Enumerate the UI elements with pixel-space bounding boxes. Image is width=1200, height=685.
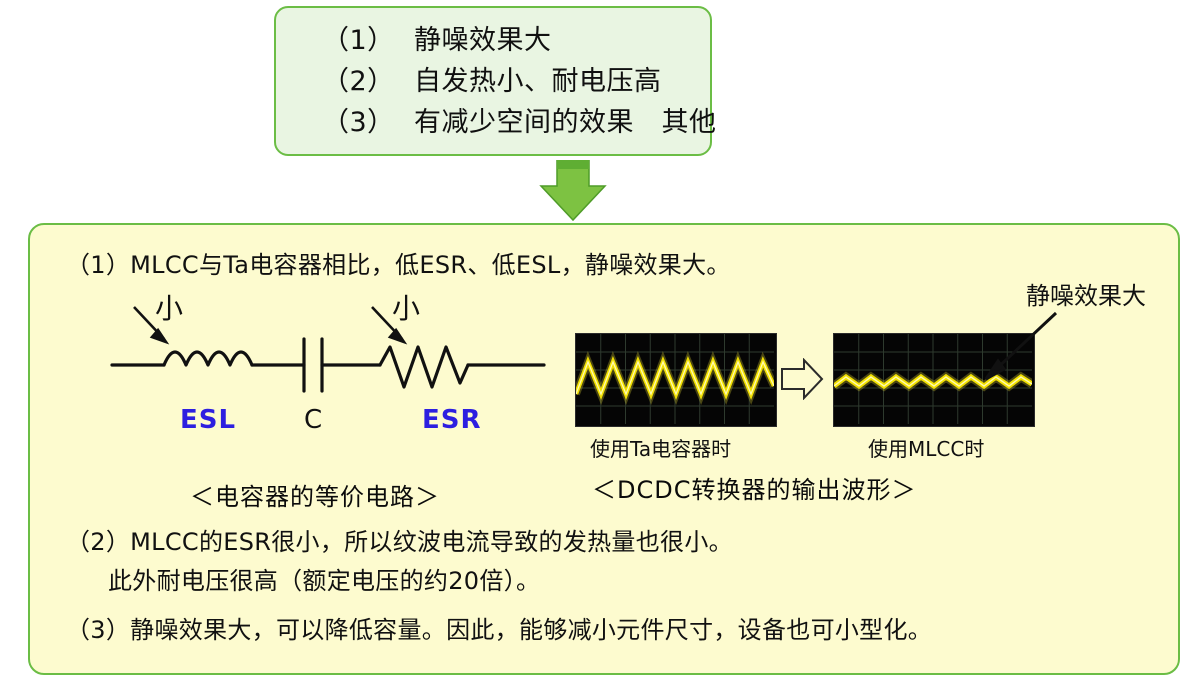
waveform-mlcc	[833, 333, 1035, 427]
waveform-ta-capacitor	[575, 333, 777, 427]
detail-point-1: （1）MLCC与Ta电容器相比，低ESR、低ESL，静噪效果大。	[66, 251, 731, 279]
summary-item: （3） 有减少空间的效果 其他	[322, 102, 716, 143]
summary-item: （1） 静噪效果大	[322, 20, 704, 61]
circuit-caption: ＜电容器的等价电路＞	[190, 483, 440, 511]
circuit-small-label-right: 小	[392, 292, 421, 325]
waveform-right-caption: 使用MLCC时	[868, 437, 985, 461]
summary-item-number: （2）	[322, 66, 395, 97]
waveform-callout-label: 静噪效果大	[1026, 282, 1146, 310]
callout-arrow-icon	[984, 311, 1058, 381]
summary-list: （1） 静噪效果大 （2） 自发热小、耐电压高 （3） 有减少空间的效果 其他	[322, 20, 716, 143]
summary-item: （2） 自发热小、耐电压高	[322, 61, 704, 102]
detail-box: （1）MLCC与Ta电容器相比，低ESR、低ESL，静噪效果大。	[28, 223, 1180, 675]
waveform-caption: ＜DCDC转换器的输出波形＞	[592, 476, 917, 504]
detail-point-2-line-2: 此外耐电压很高（额定电压的约20倍）。	[108, 567, 541, 595]
summary-item-text: 静噪效果大	[414, 25, 552, 56]
summary-item-text: 有减少空间的效果 其他	[414, 107, 717, 138]
circuit-esl-label: ESL	[180, 405, 237, 435]
detail-point-3: （3）静噪效果大，可以降低容量。因此，能够减小元件尺寸，设备也可小型化。	[66, 616, 933, 644]
down-arrow-icon	[539, 160, 607, 222]
right-arrow-icon	[781, 358, 824, 400]
summary-item-number: （1）	[322, 25, 395, 56]
circuit-small-label-left: 小	[155, 292, 184, 325]
circuit-esr-label: ESR	[422, 405, 482, 435]
detail-point-2-line-1: （2）MLCC的ESR很小，所以纹波电流导致的发热量也很小。	[66, 528, 733, 556]
equivalent-circuit-icon	[110, 306, 546, 393]
summary-item-text: 自发热小、耐电压高	[414, 66, 662, 97]
summary-item-number: （3）	[322, 107, 395, 138]
circuit-c-label: C	[304, 405, 323, 435]
summary-box: （1） 静噪效果大 （2） 自发热小、耐电压高 （3） 有减少空间的效果 其他	[274, 6, 716, 156]
waveform-left-caption: 使用Ta电容器时	[590, 437, 732, 461]
